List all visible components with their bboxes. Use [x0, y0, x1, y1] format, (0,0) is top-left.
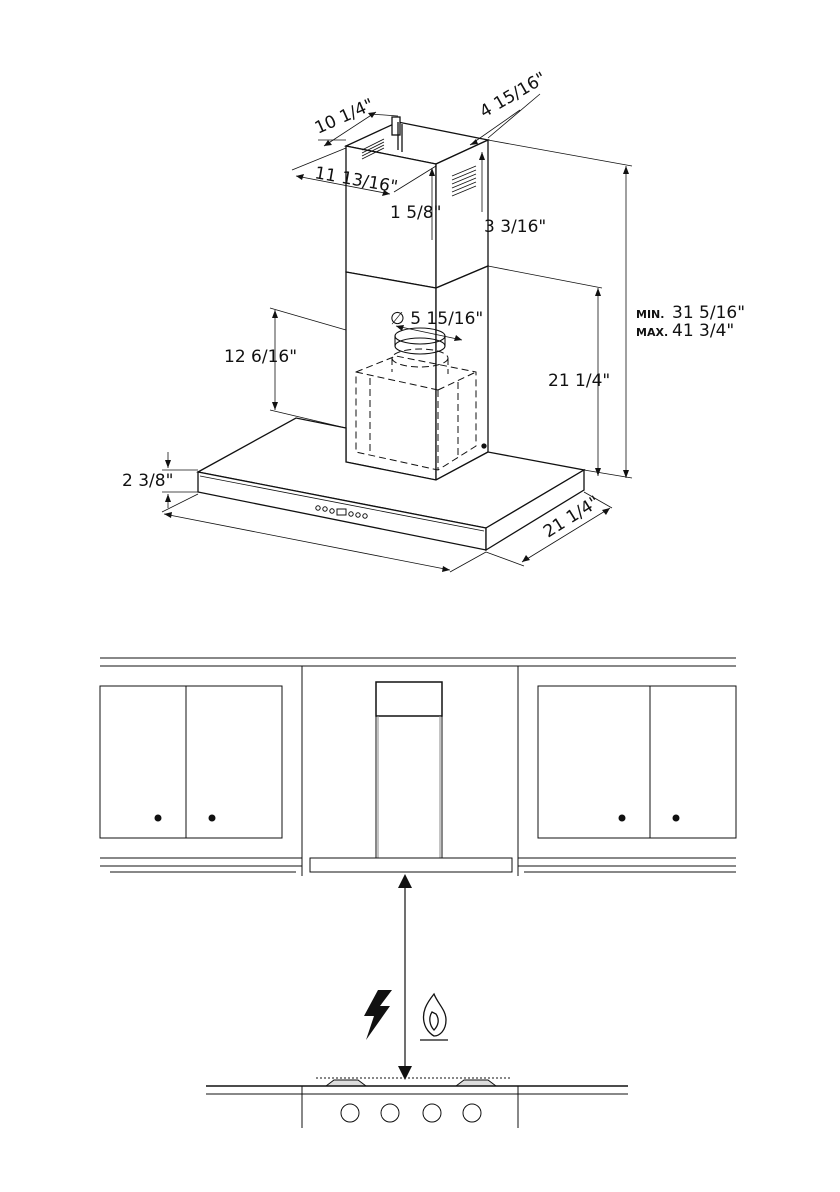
right-cabinet [518, 686, 736, 872]
dim-height-max-label: MAX. [636, 326, 668, 339]
knob-3 [423, 1104, 441, 1122]
knob-2 [381, 1104, 399, 1122]
dim-height-min-value: 31 5/16" [672, 303, 745, 323]
knob-1 [341, 1104, 359, 1122]
left-cabinet [100, 686, 302, 872]
installation-elevation [100, 658, 736, 1128]
clearance-arrow [398, 874, 412, 1080]
knob-4 [463, 1104, 481, 1122]
dim-lower-chimney-height: 21 1/4" [548, 371, 610, 391]
dim-bracket-gap-right: 3 3/16" [484, 217, 546, 237]
dim-motor-height: 12 6/16" [224, 347, 297, 367]
dim-height-min-label: MIN. [636, 308, 664, 321]
lower-chimney [346, 266, 488, 480]
dim-bracket-gap-left: 1 5/8" [390, 203, 441, 223]
flame-icon [420, 994, 448, 1040]
hood-front-view [310, 682, 512, 872]
dim-height-max-value: 41 3/4" [672, 321, 734, 341]
dim-canopy-thickness: 2 3/8" [122, 471, 173, 491]
lightning-icon [364, 990, 392, 1040]
dim-duct-diameter: ∅ 5 15/16" [390, 309, 483, 329]
dim-chimney-depth: 10 1/4" [312, 95, 377, 139]
cooktop [206, 1078, 628, 1128]
